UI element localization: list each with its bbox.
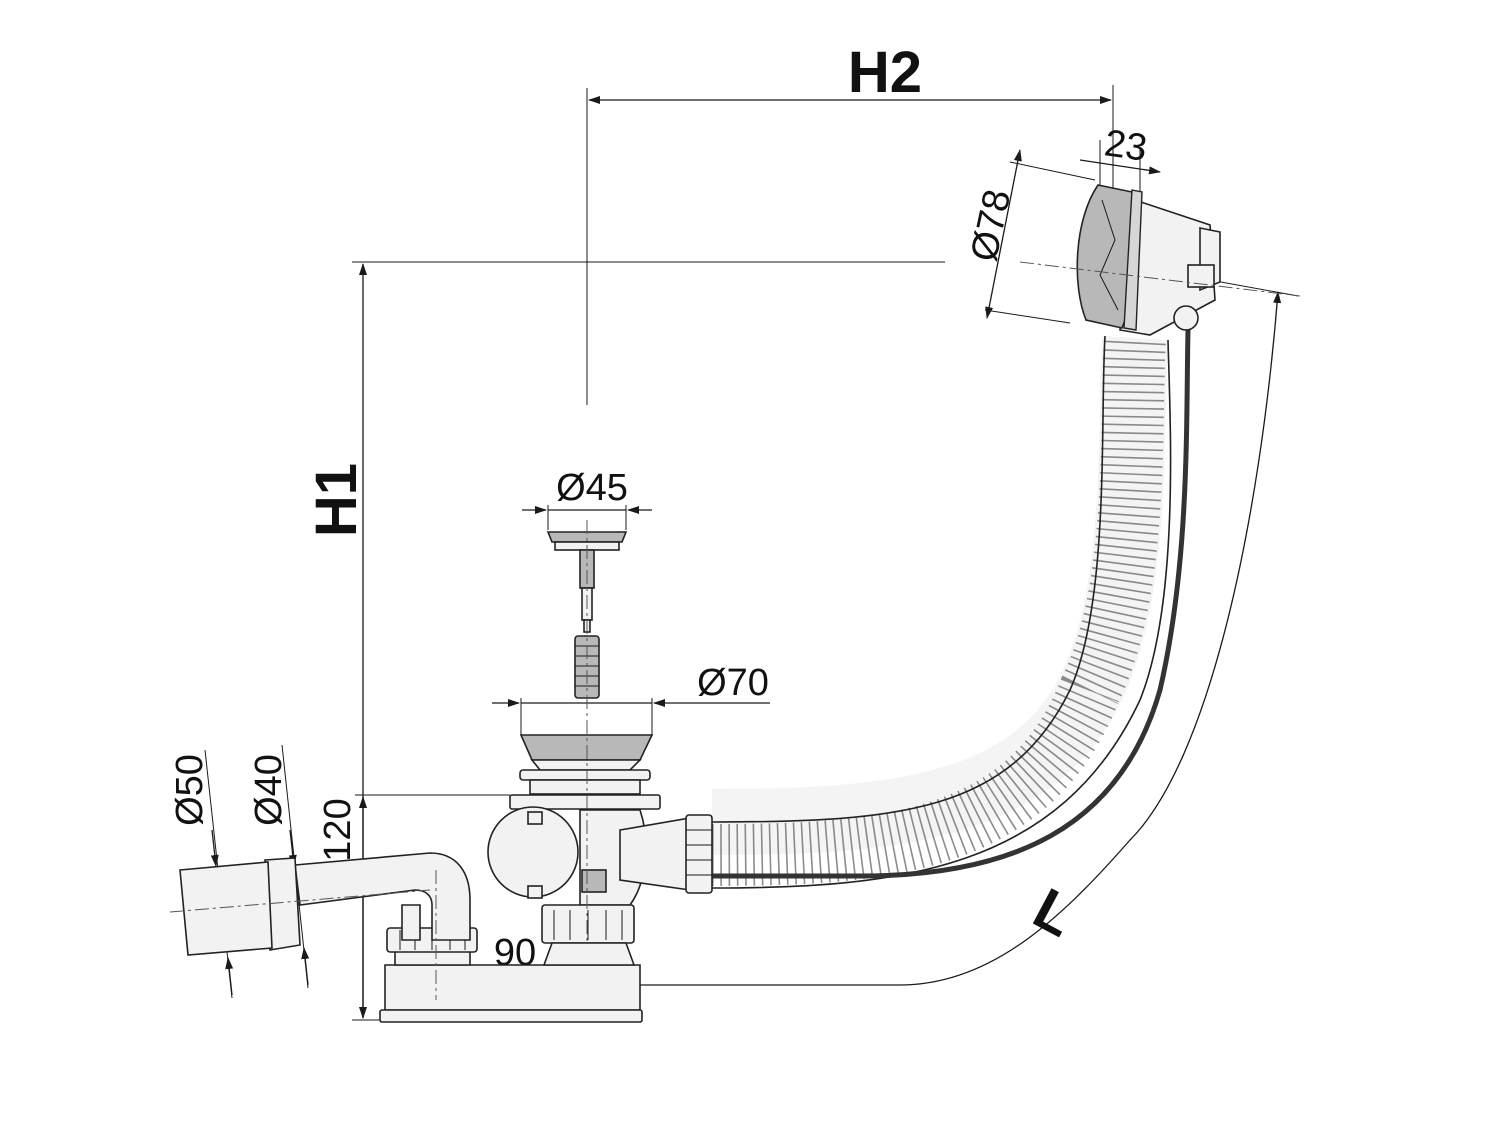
d23-label: 23 [1102,122,1150,169]
dim-120-label: 120 [317,798,359,861]
outlet-sleeve [179,861,273,956]
trap-body [384,964,641,1011]
dimension-120: 120 [317,794,510,1018]
dimension-h1: H1 [304,261,945,1021]
dimension-23: 23 [1079,122,1161,192]
d78-label: Ø78 [963,186,1019,265]
flexible-hose [605,329,1191,889]
d50-label: Ø50 [169,754,211,826]
plug-cap [546,531,628,543]
d40-label: Ø40 [248,754,290,826]
trap-base [379,927,643,1023]
h2-label: H2 [848,40,922,105]
dimension-h2: H2 [586,40,1114,405]
overflow-head [1019,184,1301,336]
outlet-pipe [169,852,471,1000]
outlet-elbow [294,852,471,941]
dimension-d45: Ø45 [522,467,652,530]
dimension-d70: Ø70 [492,662,770,735]
cable [605,329,1191,879]
dimension-d40: Ø40 [248,744,310,989]
hose-body [711,335,1168,855]
hose-nut [685,814,713,894]
h1-label: H1 [304,463,369,537]
drain-assembly [487,520,713,1005]
d45-label: Ø45 [556,467,628,509]
dimension-d78: Ø78 [963,149,1096,324]
d70-label: Ø70 [697,662,769,704]
l-label: L [1023,876,1085,950]
